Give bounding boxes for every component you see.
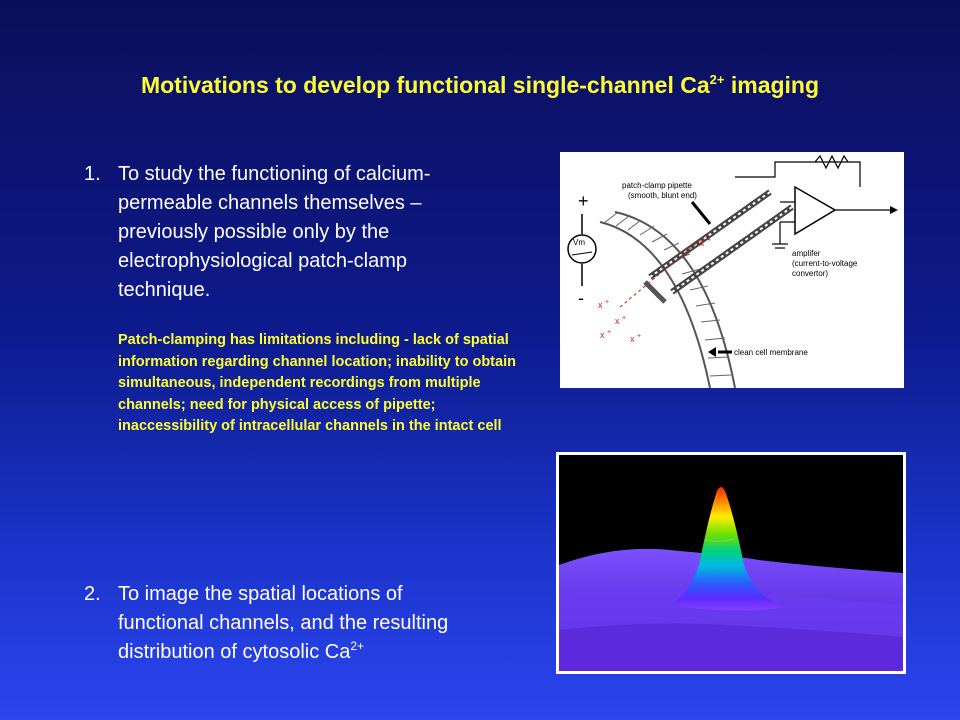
ion-2-charge: +	[605, 299, 609, 306]
ion-5-charge: +	[637, 333, 641, 340]
slide-title: Motivations to develop functional single…	[0, 72, 960, 99]
calcium-peak-image	[559, 455, 903, 671]
patch-clamp-diagram: + Vm -	[560, 152, 904, 389]
bullet-2-superscript: 2+	[350, 639, 365, 653]
minus-sign: -	[578, 288, 584, 308]
amplifier-label-3: convertor)	[792, 269, 828, 278]
calcium-peak	[669, 487, 784, 611]
amplifier-icon	[794, 185, 837, 236]
bullet-2-line-2: functional channels, and the resulting	[118, 612, 449, 634]
title-superscript: 2+	[709, 72, 725, 87]
bullet-number-1: 1.	[84, 163, 101, 185]
voltmeter-icon	[567, 234, 597, 264]
ion-3-charge: +	[622, 315, 626, 322]
ion-3: x	[615, 316, 620, 326]
bullet-2-line-3: distribution of cytosolic Ca	[118, 641, 351, 663]
ion-5: x	[630, 334, 635, 344]
bullet-1-line-4: electrophysiological patch-clamp	[118, 250, 408, 272]
patch-clamp-limitations-note: Patch-clamping has limitations including…	[118, 332, 516, 434]
pipette-label-1: patch-clamp pipette	[622, 181, 692, 190]
amplifier-label-2: (current-to-voltage	[792, 259, 858, 268]
ion-1-charge: +	[707, 237, 711, 244]
bullet-1-line-2: permeable channels themselves –	[118, 192, 422, 214]
ion-4: x	[600, 330, 605, 340]
ion-4-charge: +	[607, 329, 611, 336]
calcium-imaging-figure	[556, 452, 906, 674]
bullet-1-line-3: previously possible only by the	[118, 221, 390, 243]
patch-clamp-svg: + Vm -	[567, 154, 898, 389]
ion-2: x	[598, 300, 603, 310]
bullet-number-2: 2.	[84, 583, 101, 605]
amplifier-label-1: amplifer	[792, 249, 821, 258]
bullet-2-line-1: To image the spatial locations of	[118, 583, 403, 605]
bullet-1-line-5: technique.	[118, 279, 211, 301]
vm-label: Vm	[573, 238, 585, 247]
bullet-point-1: 1. To study the functioning of calcium- p…	[84, 160, 430, 305]
plus-sign: +	[578, 191, 589, 211]
ion-1: x	[700, 238, 705, 248]
bullet-point-2: 2. To image the spatial locations of func…	[84, 580, 448, 667]
pipette-label-2: (smooth, blunt end)	[628, 191, 697, 200]
bullet-1-line-1: To study the functioning of calcium-	[118, 163, 431, 185]
title-end: imaging	[724, 72, 820, 98]
membrane-label: clean cell membrane	[734, 348, 808, 357]
title-text: Motivations to develop functional single…	[140, 72, 710, 98]
